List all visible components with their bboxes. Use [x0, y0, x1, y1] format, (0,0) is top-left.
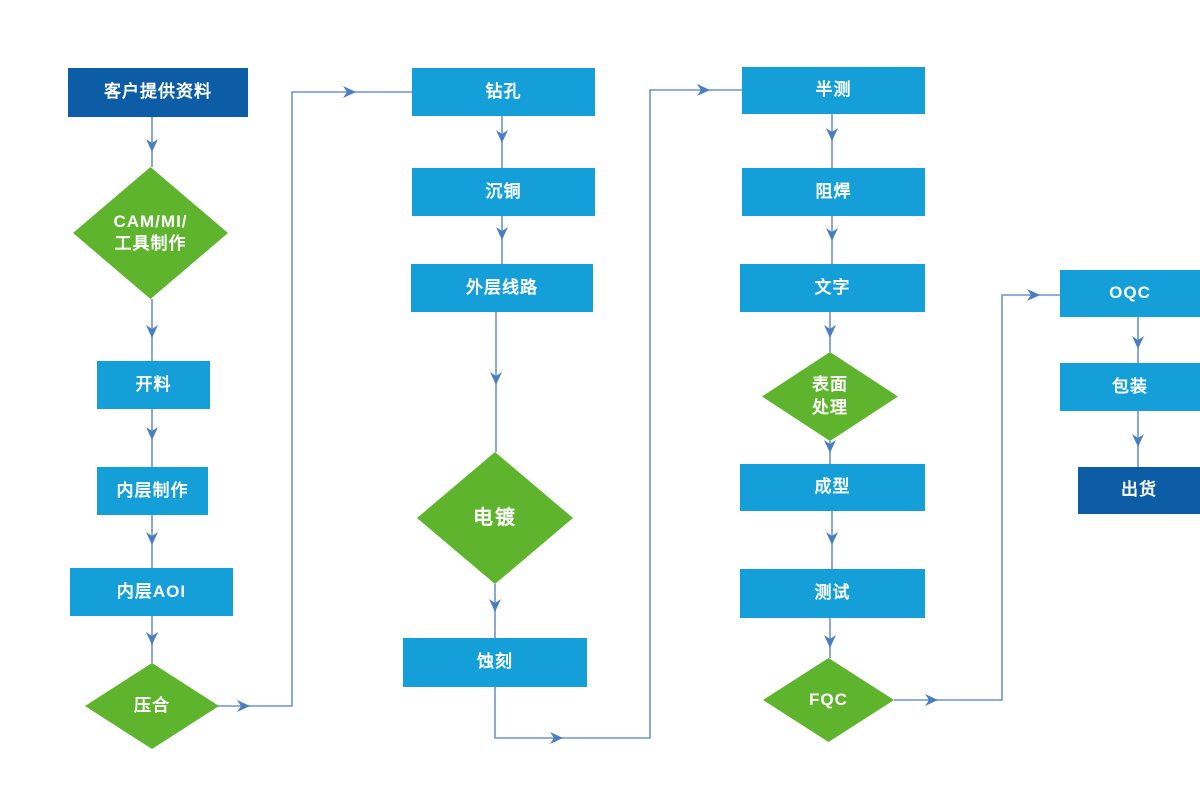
node-label: 文字 — [814, 277, 851, 297]
node-label: 钻孔 — [485, 81, 522, 101]
node-inner-layer-aoi: 内层AOI — [70, 568, 233, 616]
node-label-line1: CAM/MI/ — [113, 211, 188, 231]
node-cam-mi-tooling: CAM/MI/ 工具制作 — [73, 167, 228, 299]
node-label: 出货 — [1121, 480, 1157, 500]
node-label-line2: 工具制作 — [114, 234, 187, 253]
node-surface-treatment: 表面 处理 — [762, 352, 898, 441]
node-label: 成型 — [814, 477, 851, 497]
node-testing: 测试 — [740, 569, 925, 618]
node-label-line2: 处理 — [812, 397, 848, 417]
node-label: 包装 — [1112, 376, 1148, 396]
node-forming: 成型 — [740, 464, 925, 511]
node-label: 阻焊 — [815, 181, 852, 201]
node-half-test: 半测 — [742, 67, 925, 114]
node-inner-layer-fab: 内层制作 — [97, 467, 208, 515]
node-label: 内层制作 — [116, 480, 189, 500]
node-lamination: 压合 — [85, 663, 219, 749]
node-label-line1: 表面 — [812, 375, 848, 395]
node-cutting: 开料 — [97, 361, 210, 409]
node-etching: 蚀刻 — [403, 638, 587, 687]
node-label: 压合 — [134, 695, 170, 715]
arrowheads — [146, 84, 1144, 744]
node-packaging: 包装 — [1060, 363, 1200, 411]
node-label: 外层线路 — [466, 277, 538, 297]
node-label: OQC — [1109, 283, 1151, 303]
node-electroplating: 电镀 — [417, 452, 573, 584]
node-customer-data: 客户提供资料 — [68, 68, 248, 117]
node-label: 客户提供资料 — [104, 82, 212, 102]
node-solder-mask: 阻焊 — [742, 168, 925, 216]
node-label: 蚀刻 — [477, 652, 513, 672]
node-shipment: 出货 — [1078, 467, 1200, 514]
node-label: 开料 — [135, 374, 172, 394]
node-drilling: 钻孔 — [412, 68, 595, 116]
node-label: 测试 — [814, 583, 851, 603]
node-text-printing: 文字 — [740, 264, 925, 312]
node-fqc: FQC — [763, 658, 894, 742]
node-label: FQC — [809, 689, 848, 709]
node-label: 内层AOI — [116, 581, 187, 601]
node-outer-layer-circuit: 外层线路 — [411, 264, 593, 312]
node-label: 沉铜 — [485, 181, 522, 201]
node-copper-deposition: 沉铜 — [412, 168, 595, 216]
node-label: 电镀 — [473, 507, 517, 529]
node-oqc: OQC — [1060, 270, 1200, 317]
node-label: 半测 — [815, 80, 852, 100]
